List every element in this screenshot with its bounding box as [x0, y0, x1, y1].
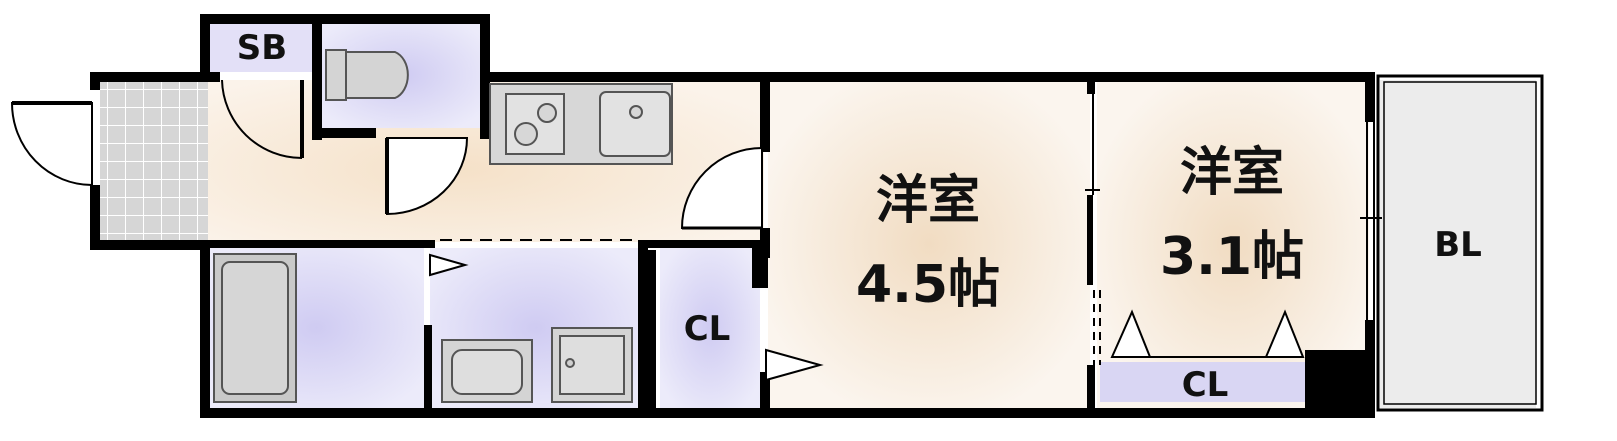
toilet-door	[385, 137, 469, 216]
closet-room-door	[1110, 309, 1305, 358]
shoebox-floor	[210, 22, 314, 72]
closet-hall-label: CL	[684, 309, 731, 349]
shoebox-door	[221, 79, 304, 159]
washing-machine-icon	[551, 327, 633, 403]
washbasin-icon	[441, 339, 533, 403]
balcony-label: BL	[1434, 225, 1482, 265]
shoebox-label: SB	[237, 28, 287, 68]
sink-icon	[599, 91, 671, 157]
balcony-window	[1360, 122, 1382, 320]
walls	[90, 14, 1375, 418]
room-door	[680, 146, 763, 230]
entrance-door	[10, 101, 93, 187]
closet-room-label: CL	[1182, 365, 1229, 405]
room-large-type-label: 洋室	[876, 171, 980, 231]
room-small-size-label: 3.1帖	[1160, 227, 1304, 287]
divider-door-track	[1085, 94, 1100, 195]
closet-hall-door	[765, 348, 824, 382]
closet-hall-floor	[660, 248, 760, 408]
room-small-type-label: 洋室	[1180, 143, 1284, 203]
balcony-floor	[1380, 80, 1536, 408]
balcony-outline	[1376, 74, 1544, 412]
room-large-size-label: 4.5帖	[856, 255, 1000, 315]
toilet-icon	[325, 49, 409, 101]
washroom-door	[429, 253, 469, 277]
closet-room-floor	[1100, 362, 1310, 402]
entrance-floor	[100, 80, 208, 242]
room-large-floor	[768, 80, 1090, 408]
bathtub-icon	[213, 253, 297, 403]
